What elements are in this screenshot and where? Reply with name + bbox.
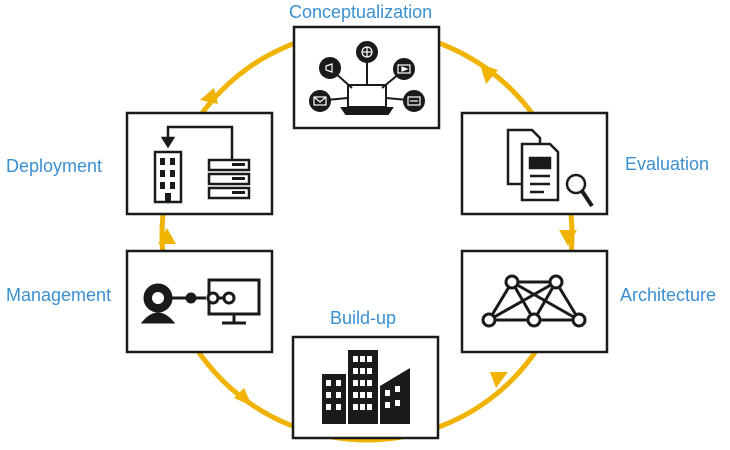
- deployment-details: [160, 158, 245, 202]
- stage-box-management: [125, 249, 274, 354]
- stage-label-evaluation: Evaluation: [625, 154, 710, 174]
- laptop-network-icon: [309, 41, 425, 115]
- stage-label-conceptualization: Conceptualization: [289, 2, 433, 22]
- arrow-head-3: [490, 372, 508, 388]
- ring-arrows: [158, 64, 577, 406]
- arrow-head-2: [559, 230, 577, 246]
- stage-box-deployment: [125, 111, 274, 216]
- arrow-head-1: [480, 64, 498, 84]
- node-glyphs: [313, 46, 421, 106]
- arrow-head-5: [158, 228, 176, 244]
- buildings-icon: [322, 350, 410, 424]
- stage-label-architecture: Architecture: [620, 285, 717, 305]
- stage-box-conceptualization: [292, 25, 441, 130]
- stage-label-deployment: Deployment: [6, 156, 103, 176]
- building-windows: [326, 356, 400, 410]
- arrow-head-4: [234, 388, 252, 406]
- network-nodes-icon: [481, 274, 587, 328]
- stage-label-build-up: Build-up: [330, 308, 397, 328]
- documents-magnifier-icon: [506, 128, 594, 208]
- arrow-head-6: [200, 88, 218, 104]
- stage-label-management: Management: [6, 285, 112, 305]
- stage-box-architecture: [460, 249, 609, 354]
- stage-box-evaluation: [460, 111, 609, 216]
- webcam-monitor-icon: [140, 278, 261, 325]
- stage-box-build-up: [291, 335, 440, 440]
